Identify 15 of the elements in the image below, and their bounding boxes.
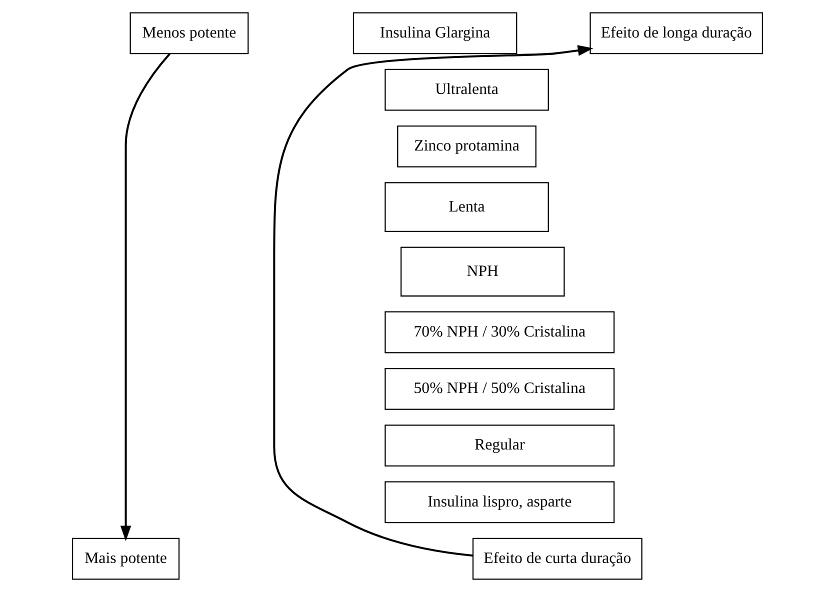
arrow [120,53,171,542]
arrow [273,45,594,557]
node-box: Mais potente [72,538,180,580]
node-box: Menos potente [130,12,249,54]
node-box: Lenta [384,182,549,232]
node-box: Efeito de longa duração [590,12,764,54]
node-box: Insulina Glargina [352,12,518,54]
node-box: Regular [384,424,615,466]
node-box: 70% NPH / 30% Cristalina [384,311,615,354]
node-box: NPH [400,246,565,297]
node-box: Ultralenta [384,68,549,111]
node-box: Zinco protamina [397,126,536,168]
node-box: 50% NPH / 50% Cristalina [384,368,615,410]
node-box: Insulina lispro, asparte [384,481,615,524]
node-box: Efeito de curta duração [472,538,642,580]
